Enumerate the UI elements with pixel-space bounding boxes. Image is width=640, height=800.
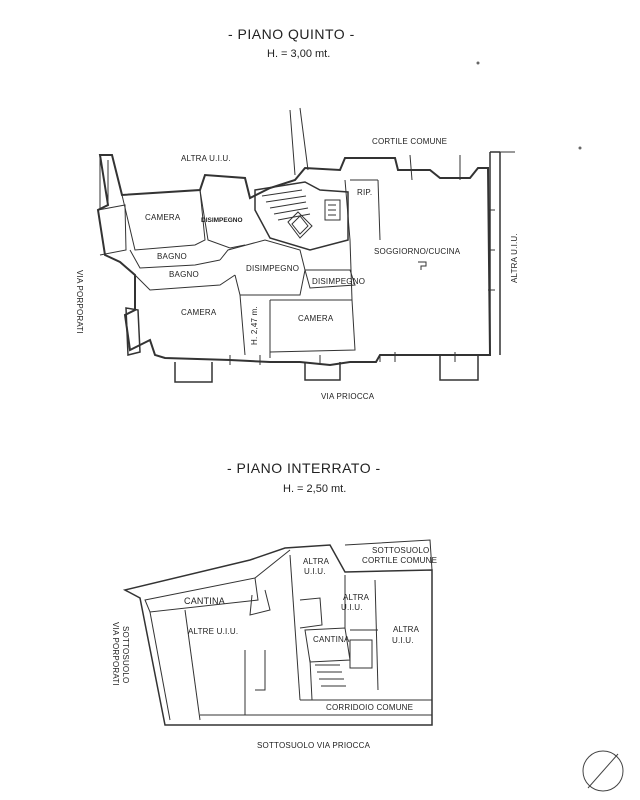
- label-cantina-1: CANTINA: [184, 596, 225, 606]
- lower-plan-title: - PIANO INTERRATO -: [227, 460, 381, 476]
- lower-plan-walls: [122, 539, 433, 726]
- label-sottosuolo-cortile-2: CORTILE COMUNE: [362, 556, 438, 565]
- label-camera-2: CAMERA: [181, 308, 217, 317]
- label-corridoio-comune: CORRIDOIO COMUNE: [326, 703, 414, 712]
- label-altra-uiu-2b: U.I.U.: [341, 603, 363, 612]
- upper-plan-height: H. = 3,00 mt.: [267, 48, 331, 60]
- lower-plan-height: H. = 2,50 mt.: [283, 483, 347, 495]
- label-altra-uiu-3a: ALTRA: [393, 625, 420, 634]
- upper-plan-walls: [96, 107, 515, 383]
- north-arrow-icon: [582, 750, 624, 792]
- label-altra-uiu-right: ALTRA U.I.U.: [510, 233, 519, 283]
- label-altra-uiu-1b: U.I.U.: [304, 567, 326, 576]
- label-via-priocca: VIA PRIOCCA: [321, 392, 375, 401]
- label-soggiorno-cucina: SOGGIORNO/CUCINA: [374, 247, 461, 256]
- label-bagno-2: BAGNO: [169, 270, 199, 279]
- label-altra-uiu-2a: ALTRA: [343, 593, 370, 602]
- label-altra-uiu-top: ALTRA U.I.U.: [181, 154, 231, 163]
- label-cortile-comune: CORTILE COMUNE: [372, 137, 448, 146]
- label-via-porporati: VIA PORPORATI: [75, 270, 84, 334]
- label-altra-uiu-3b: U.I.U.: [392, 636, 414, 645]
- label-sottosuolo-via-porporati-1: SOTTOSUOLO: [121, 626, 130, 684]
- label-cantina-2: CANTINA: [313, 635, 350, 644]
- label-sottosuolo-via-porporati-2: VIA PORPORATI: [111, 622, 120, 686]
- upper-plan-title: - PIANO QUINTO -: [228, 26, 355, 42]
- label-camera-1: CAMERA: [145, 213, 181, 222]
- label-altre-uiu: ALTRE U.I.U.: [188, 627, 239, 636]
- label-h-mezz: H. 2,47 m.: [250, 306, 259, 345]
- label-disimpegno-1: DISIMPEGNO: [201, 217, 243, 224]
- label-disimpegno-3: DISIMPEGNO: [312, 277, 366, 286]
- label-bagno-1: BAGNO: [157, 252, 187, 261]
- label-disimpegno-2: DISIMPEGNO: [246, 264, 300, 273]
- label-sottosuolo-via-priocca: SOTTOSUOLO VIA PRIOCCA: [257, 741, 371, 750]
- label-sottosuolo-cortile-1: SOTTOSUOLO: [372, 546, 430, 555]
- label-altra-uiu-1a: ALTRA: [303, 557, 330, 566]
- label-rip: RIP.: [357, 188, 373, 197]
- label-camera-3: CAMERA: [298, 314, 334, 323]
